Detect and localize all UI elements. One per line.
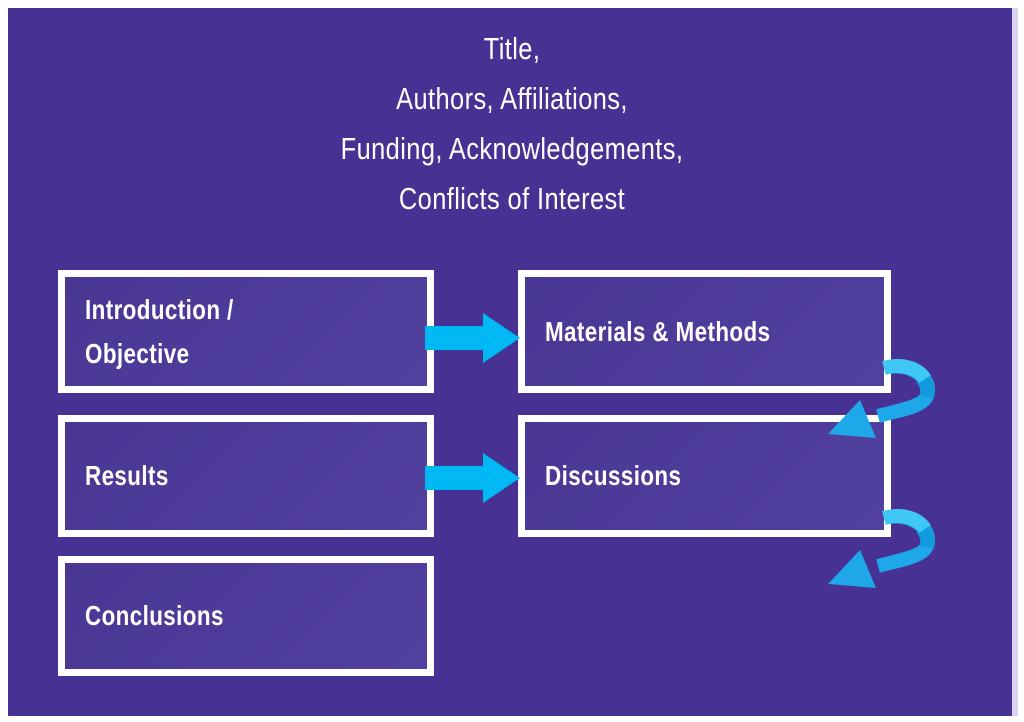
right-edge-tint: [1012, 8, 1018, 716]
box-discussions: Discussions: [518, 415, 891, 537]
box-label: Conclusions: [85, 600, 224, 631]
box-label: Materials & Methods: [545, 315, 771, 347]
curved-swoosh-arrow-icon: [828, 359, 936, 438]
header-text-block: Title, Authors, Affiliations, Funding, A…: [99, 24, 926, 224]
right-arrow-icon: [425, 313, 520, 363]
box-materials-methods: Materials & Methods: [518, 270, 891, 393]
header-line: Funding, Acknowledgements,: [340, 131, 684, 166]
right-arrow-icon: [425, 453, 520, 503]
box-introduction-objective: Introduction / Objective: [58, 270, 434, 393]
box-conclusions: Conclusions: [58, 556, 434, 676]
header-line: Authors, Affiliations,: [396, 81, 628, 116]
curved-swoosh-arrow-icon: [828, 509, 936, 588]
box-label: Results: [85, 460, 169, 491]
box-label: Discussions: [545, 460, 682, 491]
box-label: Introduction / Objective: [85, 293, 234, 369]
box-results: Results: [58, 415, 434, 537]
header-line: Title,: [483, 31, 541, 66]
diagram-background-panel: Title, Authors, Affiliations, Funding, A…: [8, 8, 1018, 716]
header-line: Conflicts of Interest: [398, 181, 626, 216]
